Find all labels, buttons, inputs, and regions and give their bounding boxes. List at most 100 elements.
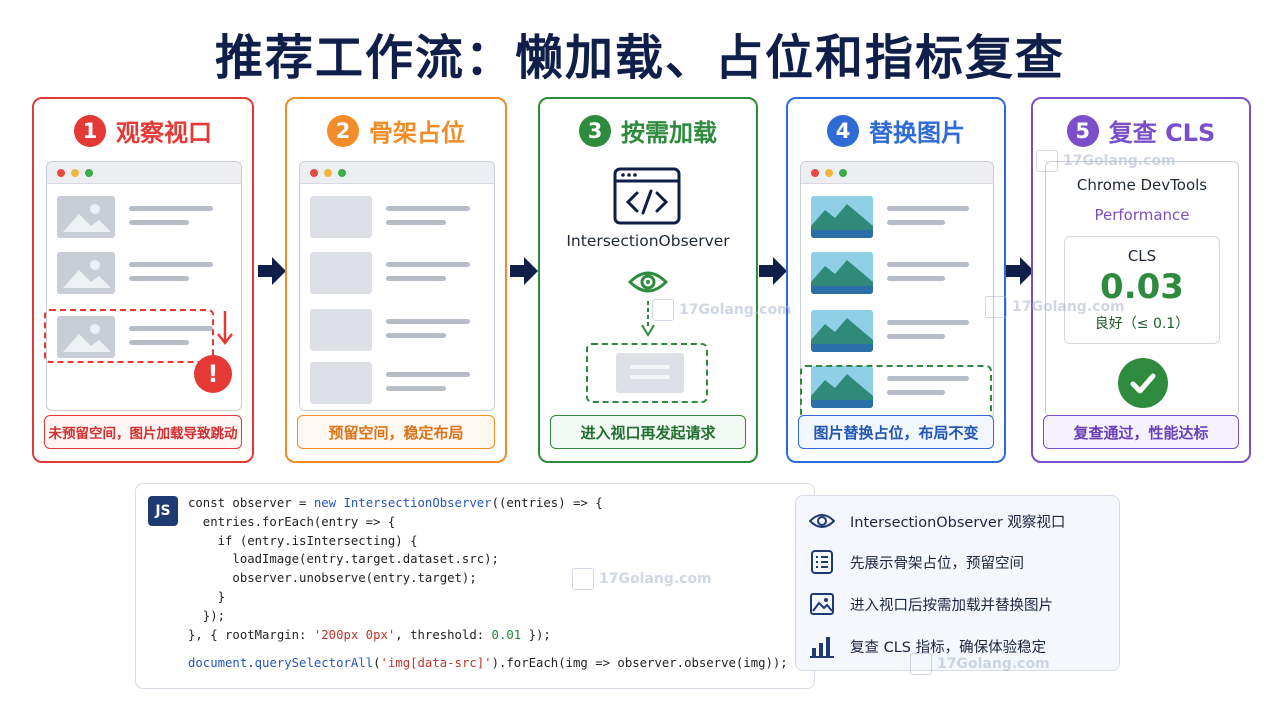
devtools-panel: Chrome DevTools Performance CLS 0.03 良好（… xyxy=(1045,161,1239,417)
metric-label: CLS xyxy=(1127,247,1157,265)
step-number: 3 xyxy=(579,114,611,147)
list-item xyxy=(811,250,983,296)
list-item xyxy=(57,250,231,296)
code-snippet: JS const observer = new IntersectionObse… xyxy=(135,483,815,689)
code-line: }, { rootMargin: '200px 0px', threshold:… xyxy=(188,627,551,642)
step-title: 替换图片 xyxy=(869,119,965,147)
step-5-card: 5 复查 CLS Chrome DevTools Performance CLS… xyxy=(1031,97,1251,463)
watermark: 17Golang.com xyxy=(910,653,1050,675)
step-2-card: 2 骨架占位 预留空间，稳定布局 xyxy=(285,97,507,463)
watermark: 17Golang.com xyxy=(572,568,712,590)
list-item xyxy=(57,194,231,240)
step-caption: 复查通过，性能达标 xyxy=(1043,415,1239,449)
legend-text: 复查 CLS 指标，确保体验稳定 xyxy=(850,639,1047,656)
step-1-header: 1 观察视口 xyxy=(34,113,252,148)
window-titlebar xyxy=(47,162,241,184)
list-item xyxy=(811,308,983,354)
step-3-header: 3 按需加载 xyxy=(540,113,756,148)
code-line: observer.unobserve(entry.target); xyxy=(188,571,477,586)
step-caption: 进入视口再发起请求 xyxy=(550,415,746,449)
check-icon xyxy=(1118,358,1168,408)
legend-item: 复查 CLS 指标，确保体验稳定 xyxy=(808,632,1046,660)
landscape-image-icon xyxy=(811,196,873,238)
landscape-image-icon xyxy=(811,252,873,294)
replaced-item-highlight xyxy=(800,365,992,419)
code-line: } xyxy=(188,589,226,604)
code-line: const observer = new IntersectionObserve… xyxy=(188,496,603,510)
step-number: 5 xyxy=(1066,114,1099,147)
list-icon xyxy=(808,548,836,576)
image-placeholder-icon xyxy=(57,196,115,238)
legend-panel: IntersectionObserver 观察视口 先展示骨架占位，预留空间 进… xyxy=(795,495,1120,671)
watermark: 17Golang.com xyxy=(652,299,792,321)
page-title: 推荐工作流：懒加载、占位和指标复查 xyxy=(214,30,1065,86)
code-line: document.querySelectorAll('img[data-src]… xyxy=(188,656,788,671)
step-number: 1 xyxy=(74,114,106,147)
code-line: loadImage(entry.target.dataset.src); xyxy=(188,552,499,567)
eye-icon xyxy=(808,507,836,535)
code-line: entries.forEach(entry => { xyxy=(188,514,396,529)
step-4-header: 4 替换图片 xyxy=(788,113,1004,148)
layout-shift-highlight xyxy=(44,309,214,363)
step-title: 复查 CLS xyxy=(1108,119,1216,147)
step-4-card: 4 替换图片 图片替换占位，布局不变 xyxy=(786,97,1006,463)
skeleton-block xyxy=(310,362,372,404)
tool-name: Chrome DevTools xyxy=(1076,176,1208,194)
legend-text: 先展示骨架占位，预留空间 xyxy=(850,555,1024,572)
watermark: 17Golang.com xyxy=(985,296,1125,318)
code-line: }); xyxy=(188,608,226,623)
legend-item: 进入视口后按需加载并替换图片 xyxy=(808,590,1053,618)
step-title: 观察视口 xyxy=(116,119,212,147)
observer-label: IntersectionObserver xyxy=(566,232,730,250)
metric-note: 良好（≤ 0.1） xyxy=(1094,316,1190,332)
eye-icon xyxy=(628,271,668,293)
step-number: 2 xyxy=(327,114,359,147)
js-badge: JS xyxy=(148,496,178,526)
window-titlebar xyxy=(801,162,993,184)
skeleton-item xyxy=(310,360,484,406)
step-caption: 预留空间，稳定布局 xyxy=(297,415,495,449)
dashed-arrow-down-icon xyxy=(641,301,655,337)
arrow-right-icon xyxy=(258,257,286,285)
step-number: 4 xyxy=(827,114,859,147)
step-5-header: 5 复查 CLS xyxy=(1033,113,1249,148)
skeleton-item xyxy=(310,194,484,240)
viewport-target-box xyxy=(586,343,708,403)
skeleton-block xyxy=(310,309,372,351)
landscape-image-icon xyxy=(811,310,873,352)
code-line: if (entry.isIntersecting) { xyxy=(188,533,418,548)
step-2-header: 2 骨架占位 xyxy=(287,113,505,148)
legend-text: IntersectionObserver 观察视口 xyxy=(850,514,1066,531)
browser-window xyxy=(299,161,495,411)
legend-item: 先展示骨架占位，预留空间 xyxy=(808,548,1024,576)
window-titlebar xyxy=(300,162,494,184)
watermark: 17Golang.com xyxy=(1036,150,1176,172)
metric-value: 0.03 xyxy=(1100,267,1184,307)
step-3-card: 3 按需加载 IntersectionObserver 进入视口再发起请求 xyxy=(538,97,758,463)
skeleton-block xyxy=(310,196,372,238)
skeleton-block xyxy=(310,252,372,294)
code-window-icon xyxy=(613,167,681,225)
bar-chart-icon xyxy=(808,632,836,660)
list-item xyxy=(811,194,983,240)
browser-window xyxy=(46,161,242,411)
legend-text: 进入视口后按需加载并替换图片 xyxy=(850,597,1053,614)
panel-name: Performance xyxy=(1094,206,1190,224)
step-caption: 图片替换占位，布局不变 xyxy=(798,415,994,449)
list-item xyxy=(57,314,231,360)
landscape-image-icon xyxy=(811,366,873,408)
step-1-card: 1 观察视口 ! 未预留空间，图片加载导致跳动 xyxy=(32,97,254,463)
metric-card: CLS 0.03 良好（≤ 0.1） xyxy=(1064,236,1220,344)
warning-icon: ! xyxy=(194,355,232,393)
legend-item: IntersectionObserver 观察视口 xyxy=(808,507,1065,535)
browser-window xyxy=(800,161,994,419)
arrow-right-icon xyxy=(1006,257,1034,285)
skeleton-block xyxy=(616,353,684,393)
arrow-right-icon xyxy=(759,257,787,285)
code-lines: const observer = new IntersectionObserve… xyxy=(188,494,788,673)
arrow-down-icon xyxy=(217,311,233,346)
image-placeholder-icon xyxy=(57,252,115,294)
step-caption: 未预留空间，图片加载导致跳动 xyxy=(44,415,242,449)
image-placeholder-icon xyxy=(57,316,115,358)
skeleton-item xyxy=(310,307,484,353)
